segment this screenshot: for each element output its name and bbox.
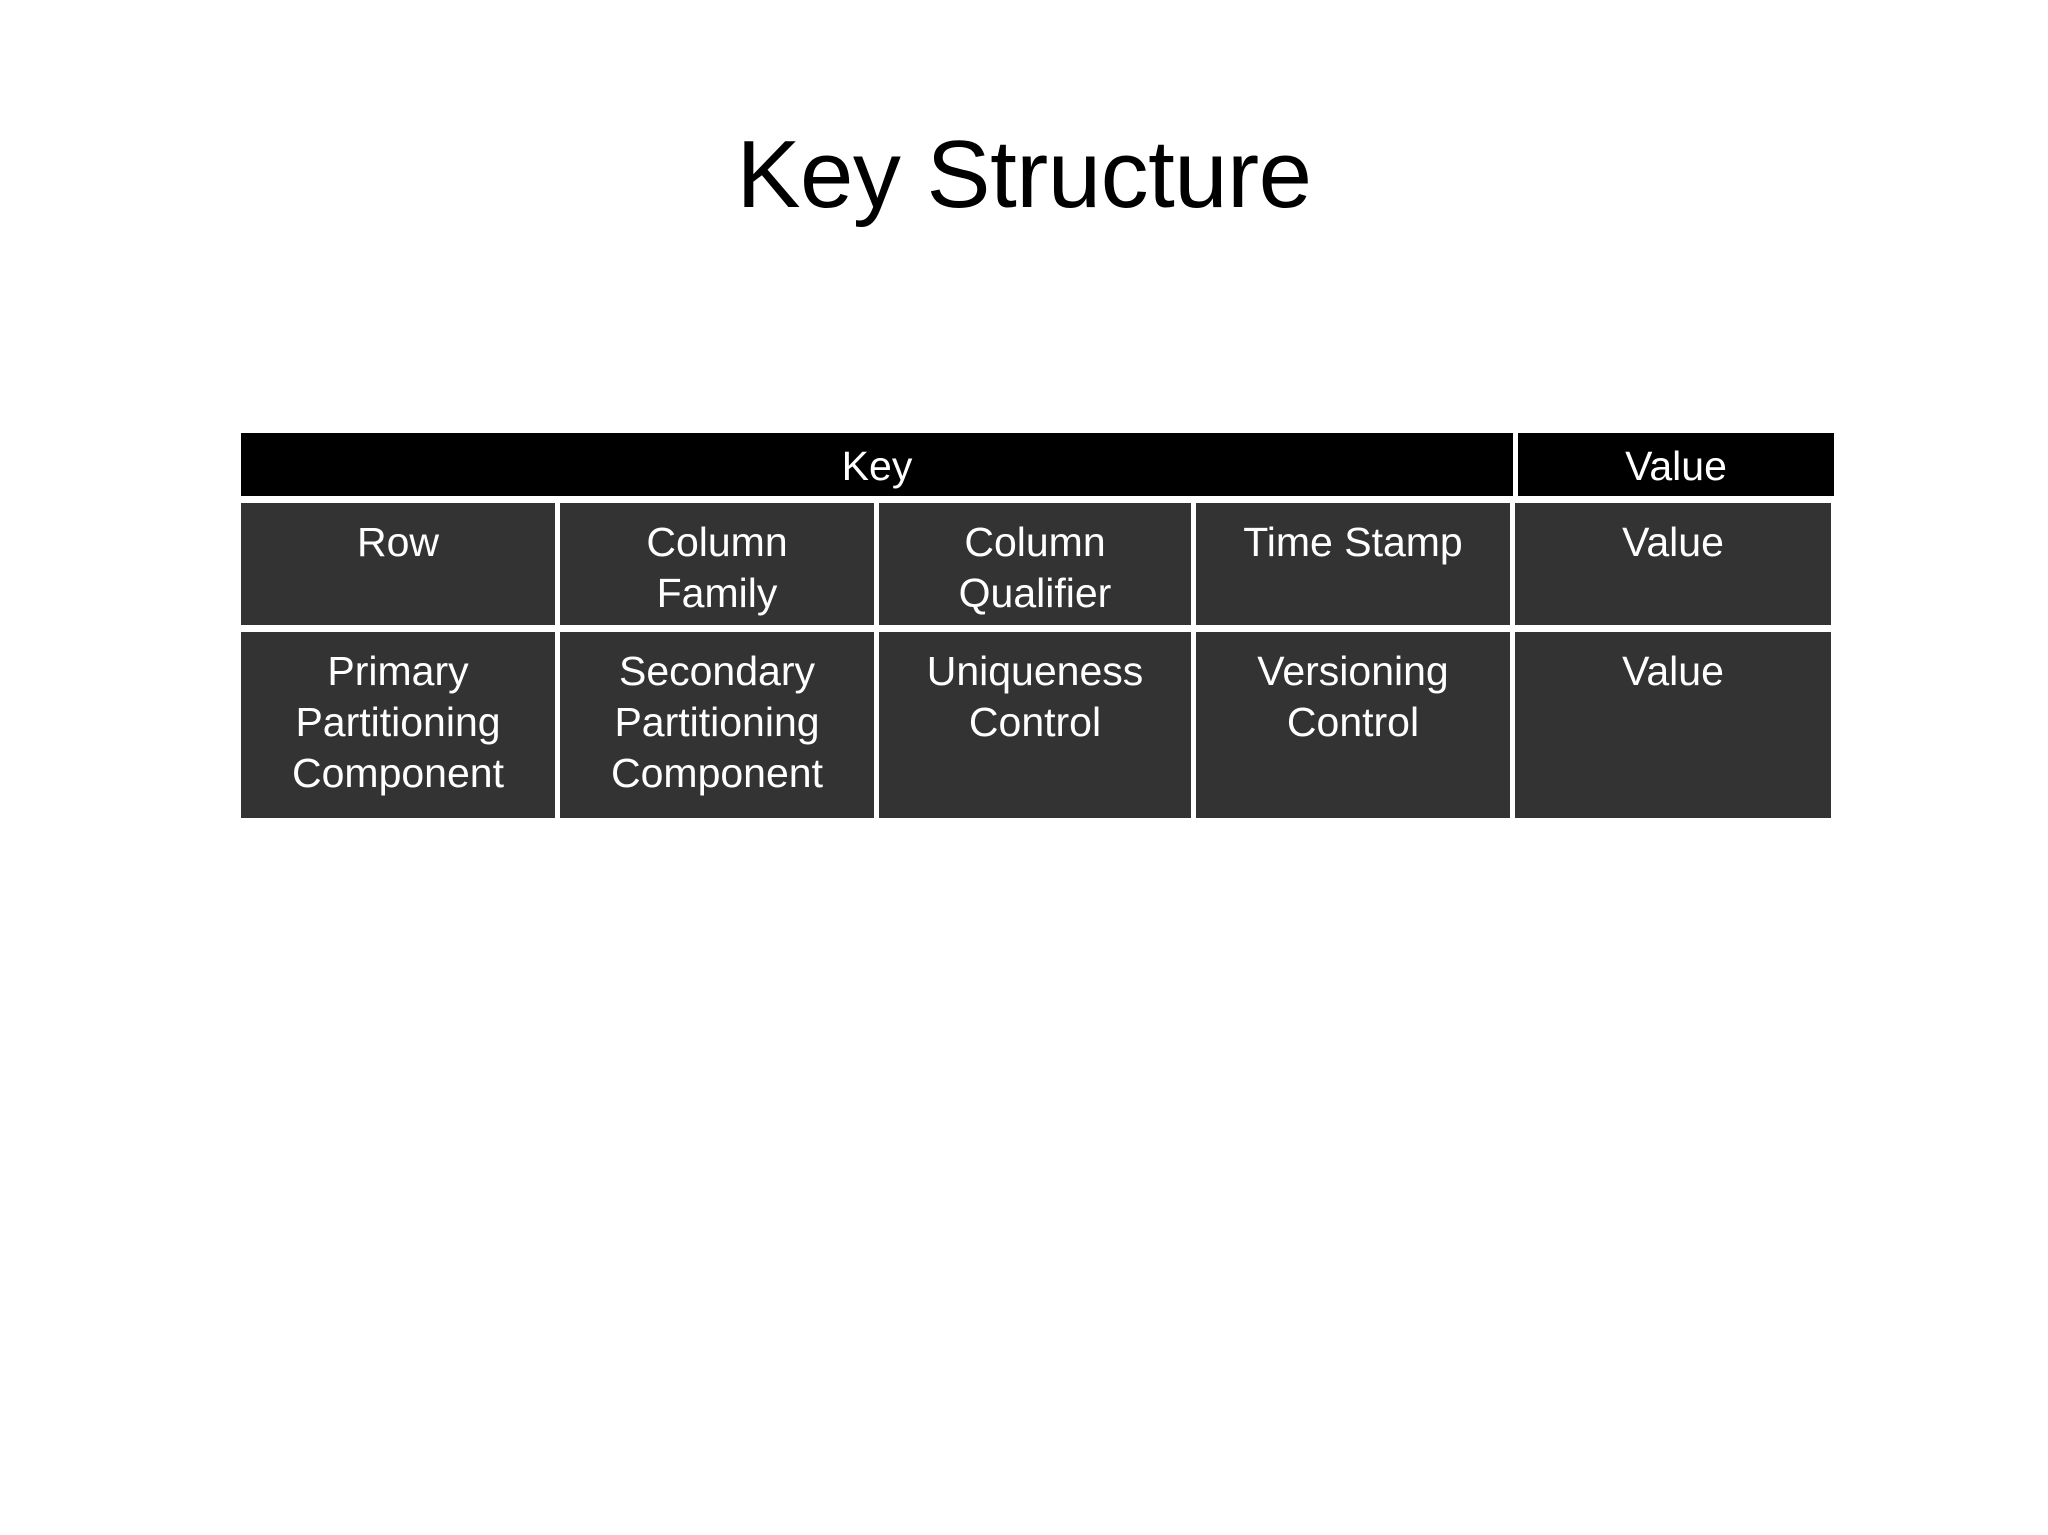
cell-line-1: Column: [646, 519, 788, 565]
cell-row: Row: [241, 503, 555, 625]
cell-column-family: Column Family: [560, 503, 874, 625]
page-title: Key Structure: [736, 121, 1312, 228]
cell-line-1: Column: [964, 519, 1106, 565]
cell-line-2: Control: [968, 699, 1102, 745]
table-row: Row Column Family Column Qualifier Time …: [241, 503, 1834, 625]
cell-line-1: Uniqueness: [926, 648, 1144, 694]
cell-line-1: Secondary: [618, 648, 815, 694]
cell-line-3: Component: [611, 750, 823, 796]
cell-uniqueness-control: Uniqueness Control: [879, 632, 1191, 818]
cell-line-1: Time Stamp: [1243, 519, 1463, 565]
table-row: Primary Partitioning Component Secondary…: [241, 632, 1834, 818]
cell-line-1: Primary: [327, 648, 469, 694]
cell-line-2: Qualifier: [958, 570, 1112, 616]
cell-column-qualifier: Column Qualifier: [879, 503, 1191, 625]
cell-line-2: Partitioning: [614, 699, 820, 745]
cell-value: Value: [1515, 503, 1831, 625]
header-cell-key: Key: [241, 433, 1513, 496]
cell-value: Value: [1515, 632, 1831, 818]
cell-secondary-partitioning-component: Secondary Partitioning Component: [560, 632, 874, 818]
key-structure-table: Key Value Row Column Family Column Quali…: [241, 433, 1834, 818]
cell-versioning-control: Versioning Control: [1196, 632, 1510, 818]
table-header-row: Key Value: [241, 433, 1834, 496]
cell-line-1: Row: [356, 519, 440, 565]
cell-line-2: Family: [656, 570, 778, 616]
cell-line-2: Partitioning: [295, 699, 501, 745]
cell-line-3: Component: [292, 750, 504, 796]
cell-primary-partitioning-component: Primary Partitioning Component: [241, 632, 555, 818]
cell-line-1: Value: [1622, 519, 1724, 565]
cell-time-stamp: Time Stamp: [1196, 503, 1510, 625]
header-cell-value: Value: [1518, 433, 1834, 496]
cell-line-2: Control: [1286, 699, 1420, 745]
cell-line-1: Value: [1622, 648, 1724, 694]
cell-line-1: Versioning: [1257, 648, 1449, 694]
